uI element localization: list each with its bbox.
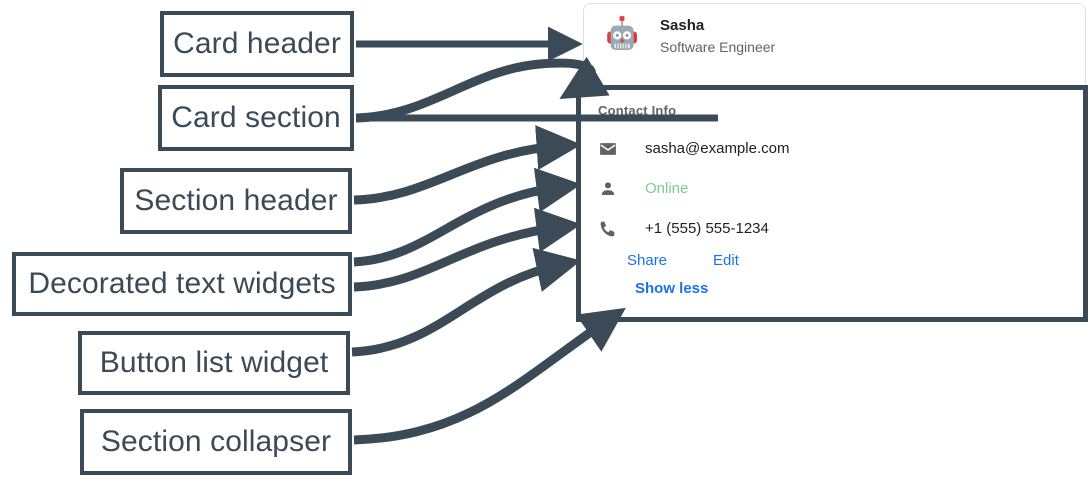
arrow-section-collapser	[353, 307, 626, 445]
arrow-decorated-text-1	[353, 167, 582, 267]
button-list-widget: Share Edit	[627, 252, 1083, 269]
phone-icon	[598, 219, 618, 239]
annotation-label: Section collapser	[100, 425, 332, 458]
decorated-text-value: sasha@example.com	[645, 140, 790, 157]
edit-button[interactable]: Edit	[713, 252, 739, 269]
card-title: Sasha	[660, 17, 705, 34]
annotation-card-section: Card section	[158, 85, 354, 151]
arrow-button-list	[351, 247, 582, 357]
annotation-label: Card header	[173, 27, 341, 60]
annotation-label: Decorated text widgets	[28, 267, 336, 300]
annotation-card-header: Card header	[160, 11, 354, 77]
contact-card: Sasha Software Engineer	[583, 3, 1086, 86]
card-header-text: Sasha Software Engineer	[660, 16, 775, 58]
decorated-text-row-phone: +1 (555) 555-1234	[598, 212, 1083, 246]
section-collapser-button[interactable]: Show less	[635, 280, 709, 297]
decorated-text-value: Online	[645, 180, 689, 197]
share-button[interactable]: Share	[627, 252, 668, 269]
annotation-section-collapser: Section collapser	[80, 409, 352, 475]
decorated-text-row-status: Online	[598, 172, 1083, 206]
arrow-section-header	[353, 125, 582, 205]
decorated-text-value: +1 (555) 555-1234	[645, 220, 769, 237]
annotation-button-list-widget: Button list widget	[78, 331, 350, 395]
email-icon	[598, 139, 618, 159]
card-header: Sasha Software Engineer	[584, 4, 1085, 60]
annotation-label: Card section	[171, 101, 341, 134]
card-subtitle: Software Engineer	[660, 39, 776, 55]
annotation-decorated-text-widgets: Decorated text widgets	[12, 252, 352, 316]
decorated-text-row-email: sasha@example.com	[598, 132, 1083, 166]
arrow-card-section-curve	[355, 56, 610, 123]
annotation-label: Section header	[134, 184, 338, 217]
arrow-decorated-text-2	[353, 207, 582, 292]
person-icon	[598, 179, 618, 199]
robot-avatar-icon	[607, 16, 637, 50]
card-section: Contact Info sasha@example.com Online	[576, 85, 1088, 322]
section-header: Contact Info	[598, 103, 677, 118]
annotation-label: Button list widget	[99, 346, 329, 379]
annotation-section-header: Section header	[120, 168, 352, 234]
